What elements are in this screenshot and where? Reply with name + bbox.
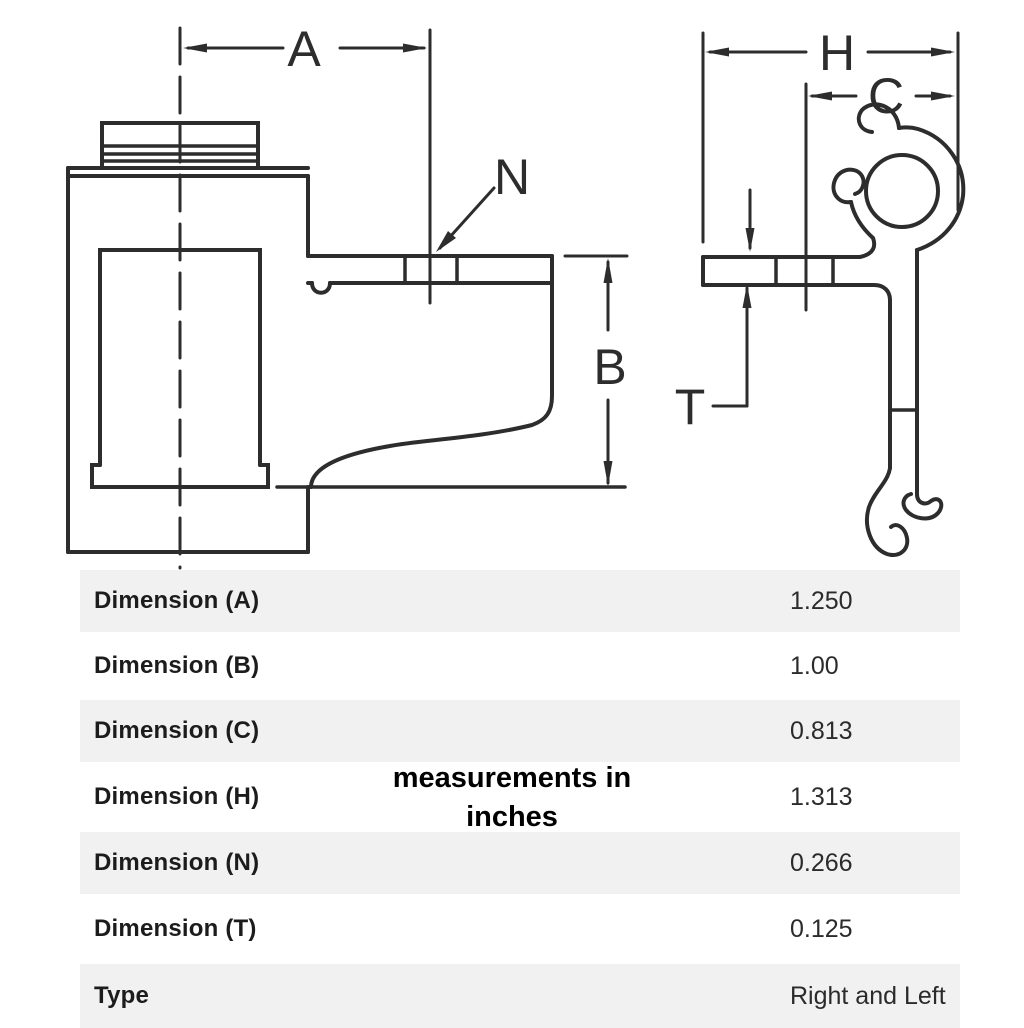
- spec-row-label: Dimension (N): [94, 849, 260, 876]
- rivet-bump: [310, 281, 332, 295]
- table-row: Dimension (B) 1.00: [0, 632, 1024, 700]
- arrowhead: [931, 47, 955, 57]
- flange-outline: [701, 200, 892, 470]
- callout-a: A: [287, 21, 321, 77]
- callout-b: B: [593, 339, 626, 395]
- front-view: A: [66, 21, 629, 570]
- cap-outline: [100, 121, 260, 170]
- dim-h: [701, 31, 960, 244]
- callout-t: T: [675, 379, 706, 435]
- technical-drawing: A: [66, 21, 966, 570]
- pigtail-hook: [831, 102, 966, 252]
- arrowhead: [603, 258, 613, 283]
- arrowhead: [436, 231, 456, 252]
- spec-row-label: Dimension (A): [94, 587, 260, 614]
- table-row: Dimension (A) 1.250: [0, 570, 1024, 632]
- hook-tip-curl: [856, 102, 901, 134]
- arrowhead: [705, 47, 729, 57]
- callout-n: N: [494, 149, 530, 205]
- units-note-line1: measurements in: [392, 762, 632, 794]
- hook-tip-end: [831, 167, 866, 205]
- table-row: Type Right and Left: [0, 964, 1024, 1028]
- bottom-hook-outer: [865, 466, 910, 557]
- dim-a: [183, 28, 432, 305]
- table-row: Dimension (N) 0.266: [0, 832, 1024, 894]
- callout-h: H: [819, 25, 855, 81]
- units-note: measurements in inches: [0, 759, 1024, 837]
- spec-row-value: 1.250: [790, 586, 853, 615]
- spec-row-label: Dimension (B): [94, 652, 260, 679]
- arm-outline: [275, 254, 627, 489]
- spec-row-value: Right and Left: [790, 981, 946, 1010]
- dim-t: [711, 188, 755, 408]
- arrowhead: [183, 43, 207, 53]
- dim-c: [804, 82, 955, 312]
- spec-row-label: Type: [94, 982, 150, 1009]
- leader-n: [436, 186, 496, 252]
- hook-outer-arc: [897, 125, 966, 252]
- units-note-line2: inches: [466, 801, 558, 833]
- arrowhead: [745, 228, 755, 252]
- arrowhead: [808, 91, 832, 101]
- arrowhead: [603, 461, 613, 486]
- spec-row-value: 0.813: [790, 716, 853, 745]
- spec-row-value: 1.313: [790, 782, 853, 811]
- hook-eye: [864, 153, 940, 229]
- arrowhead: [403, 43, 427, 53]
- callout-c: C: [868, 68, 904, 124]
- spec-table: Dimension (A) 1.250 Dimension (B) 1.00 D…: [0, 570, 1024, 1028]
- arrowhead: [931, 91, 955, 101]
- table-row: Dimension (H) 1.313: [0, 762, 1024, 832]
- spec-row-value: 1.00: [790, 651, 839, 680]
- body-outline: [66, 166, 310, 554]
- spec-row-label: Dimension (T): [94, 915, 257, 942]
- dim-b: [563, 254, 629, 486]
- table-row: Dimension (C) 0.813: [0, 700, 1024, 762]
- spec-row-label: Dimension (C): [94, 717, 260, 744]
- spec-row-value: 0.125: [790, 914, 853, 943]
- side-view: H C T: [675, 25, 966, 557]
- strap-outline: [865, 248, 944, 557]
- gusset-curve: [309, 254, 554, 489]
- spec-row-value: 0.266: [790, 848, 853, 877]
- arrowhead: [742, 284, 752, 308]
- spec-row-label: Dimension (H): [94, 783, 260, 810]
- table-row: Dimension (T) 0.125: [0, 894, 1024, 964]
- inner-slot: [90, 248, 270, 489]
- bottom-hook-loop: [901, 492, 944, 521]
